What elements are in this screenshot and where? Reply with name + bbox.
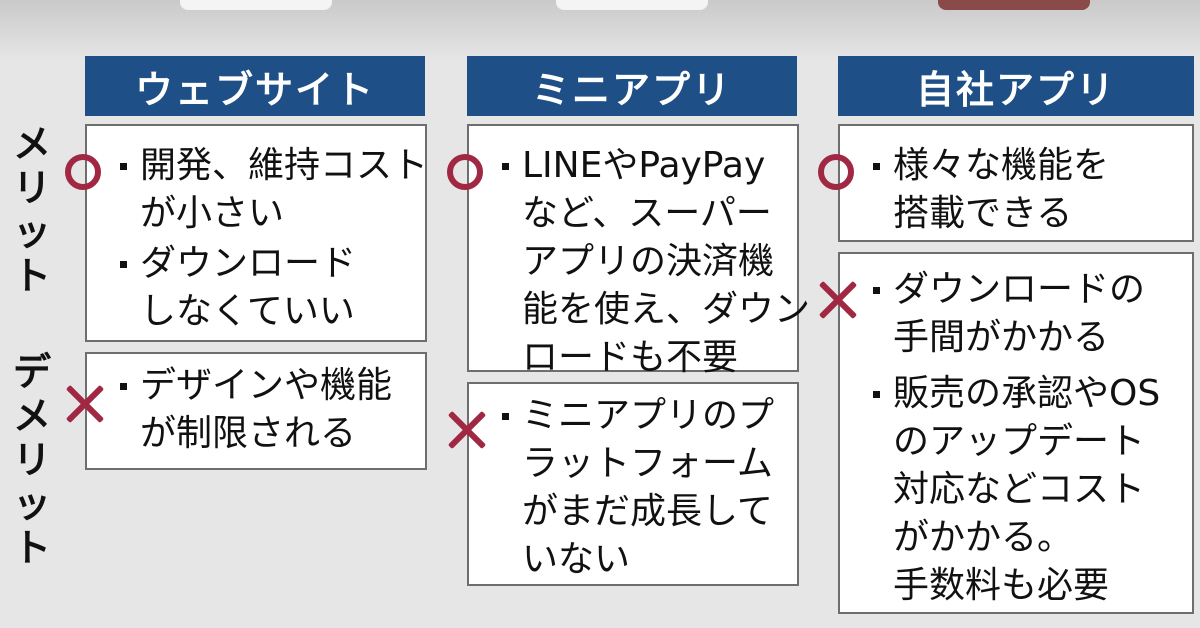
- own-app-demerit-box: [838, 252, 1194, 614]
- website-merit-point-2: ダウンロード しなくていい: [118, 240, 356, 336]
- row-label-demerit: デメリット: [12, 350, 51, 570]
- own-app-merit-point-1: 様々な機能を 搭載できる: [871, 142, 1109, 238]
- circle-mark-icon: [447, 154, 483, 190]
- mini-app-demerit-point-1: ミニアプリのプ ラットフォーム がまだ成長して いない: [500, 392, 774, 584]
- mini-app-merit-box: [467, 124, 799, 372]
- column-header-mini-app: ミニアプリ: [467, 56, 797, 116]
- top-tab-3[interactable]: [938, 0, 1090, 10]
- circle-mark-icon: [818, 154, 854, 190]
- row-label-merit: メリット: [12, 122, 51, 298]
- website-demerit-point-1: デザインや機能 が制限される: [118, 362, 392, 458]
- top-tab-1[interactable]: [180, 0, 332, 10]
- top-tab-2[interactable]: [556, 0, 708, 10]
- mini-app-merit-point-1: LINEやPayPay など、スーパー アプリの決済機 能を使え、ダウン ロード…: [500, 142, 810, 382]
- top-background: [0, 0, 1200, 60]
- cross-mark-icon: [818, 280, 858, 320]
- circle-mark-icon: [65, 154, 101, 190]
- website-demerit-box: [85, 352, 427, 470]
- own-app-demerit-point-2: 販売の承認やOS のアップデート 対応などコスト がかかる。 手数料も必要: [871, 370, 1160, 610]
- cross-mark-icon: [447, 410, 487, 450]
- website-merit-box: [85, 124, 427, 342]
- column-header-website: ウェブサイト: [85, 56, 425, 116]
- column-header-own-app: 自社アプリ: [838, 56, 1194, 116]
- mini-app-demerit-box: [467, 382, 799, 586]
- cross-mark-icon: [65, 384, 105, 424]
- website-merit-point-1: 開発、維持コスト が小さい: [118, 142, 428, 238]
- own-app-demerit-point-1: ダウンロードの 手間がかかる: [871, 266, 1145, 362]
